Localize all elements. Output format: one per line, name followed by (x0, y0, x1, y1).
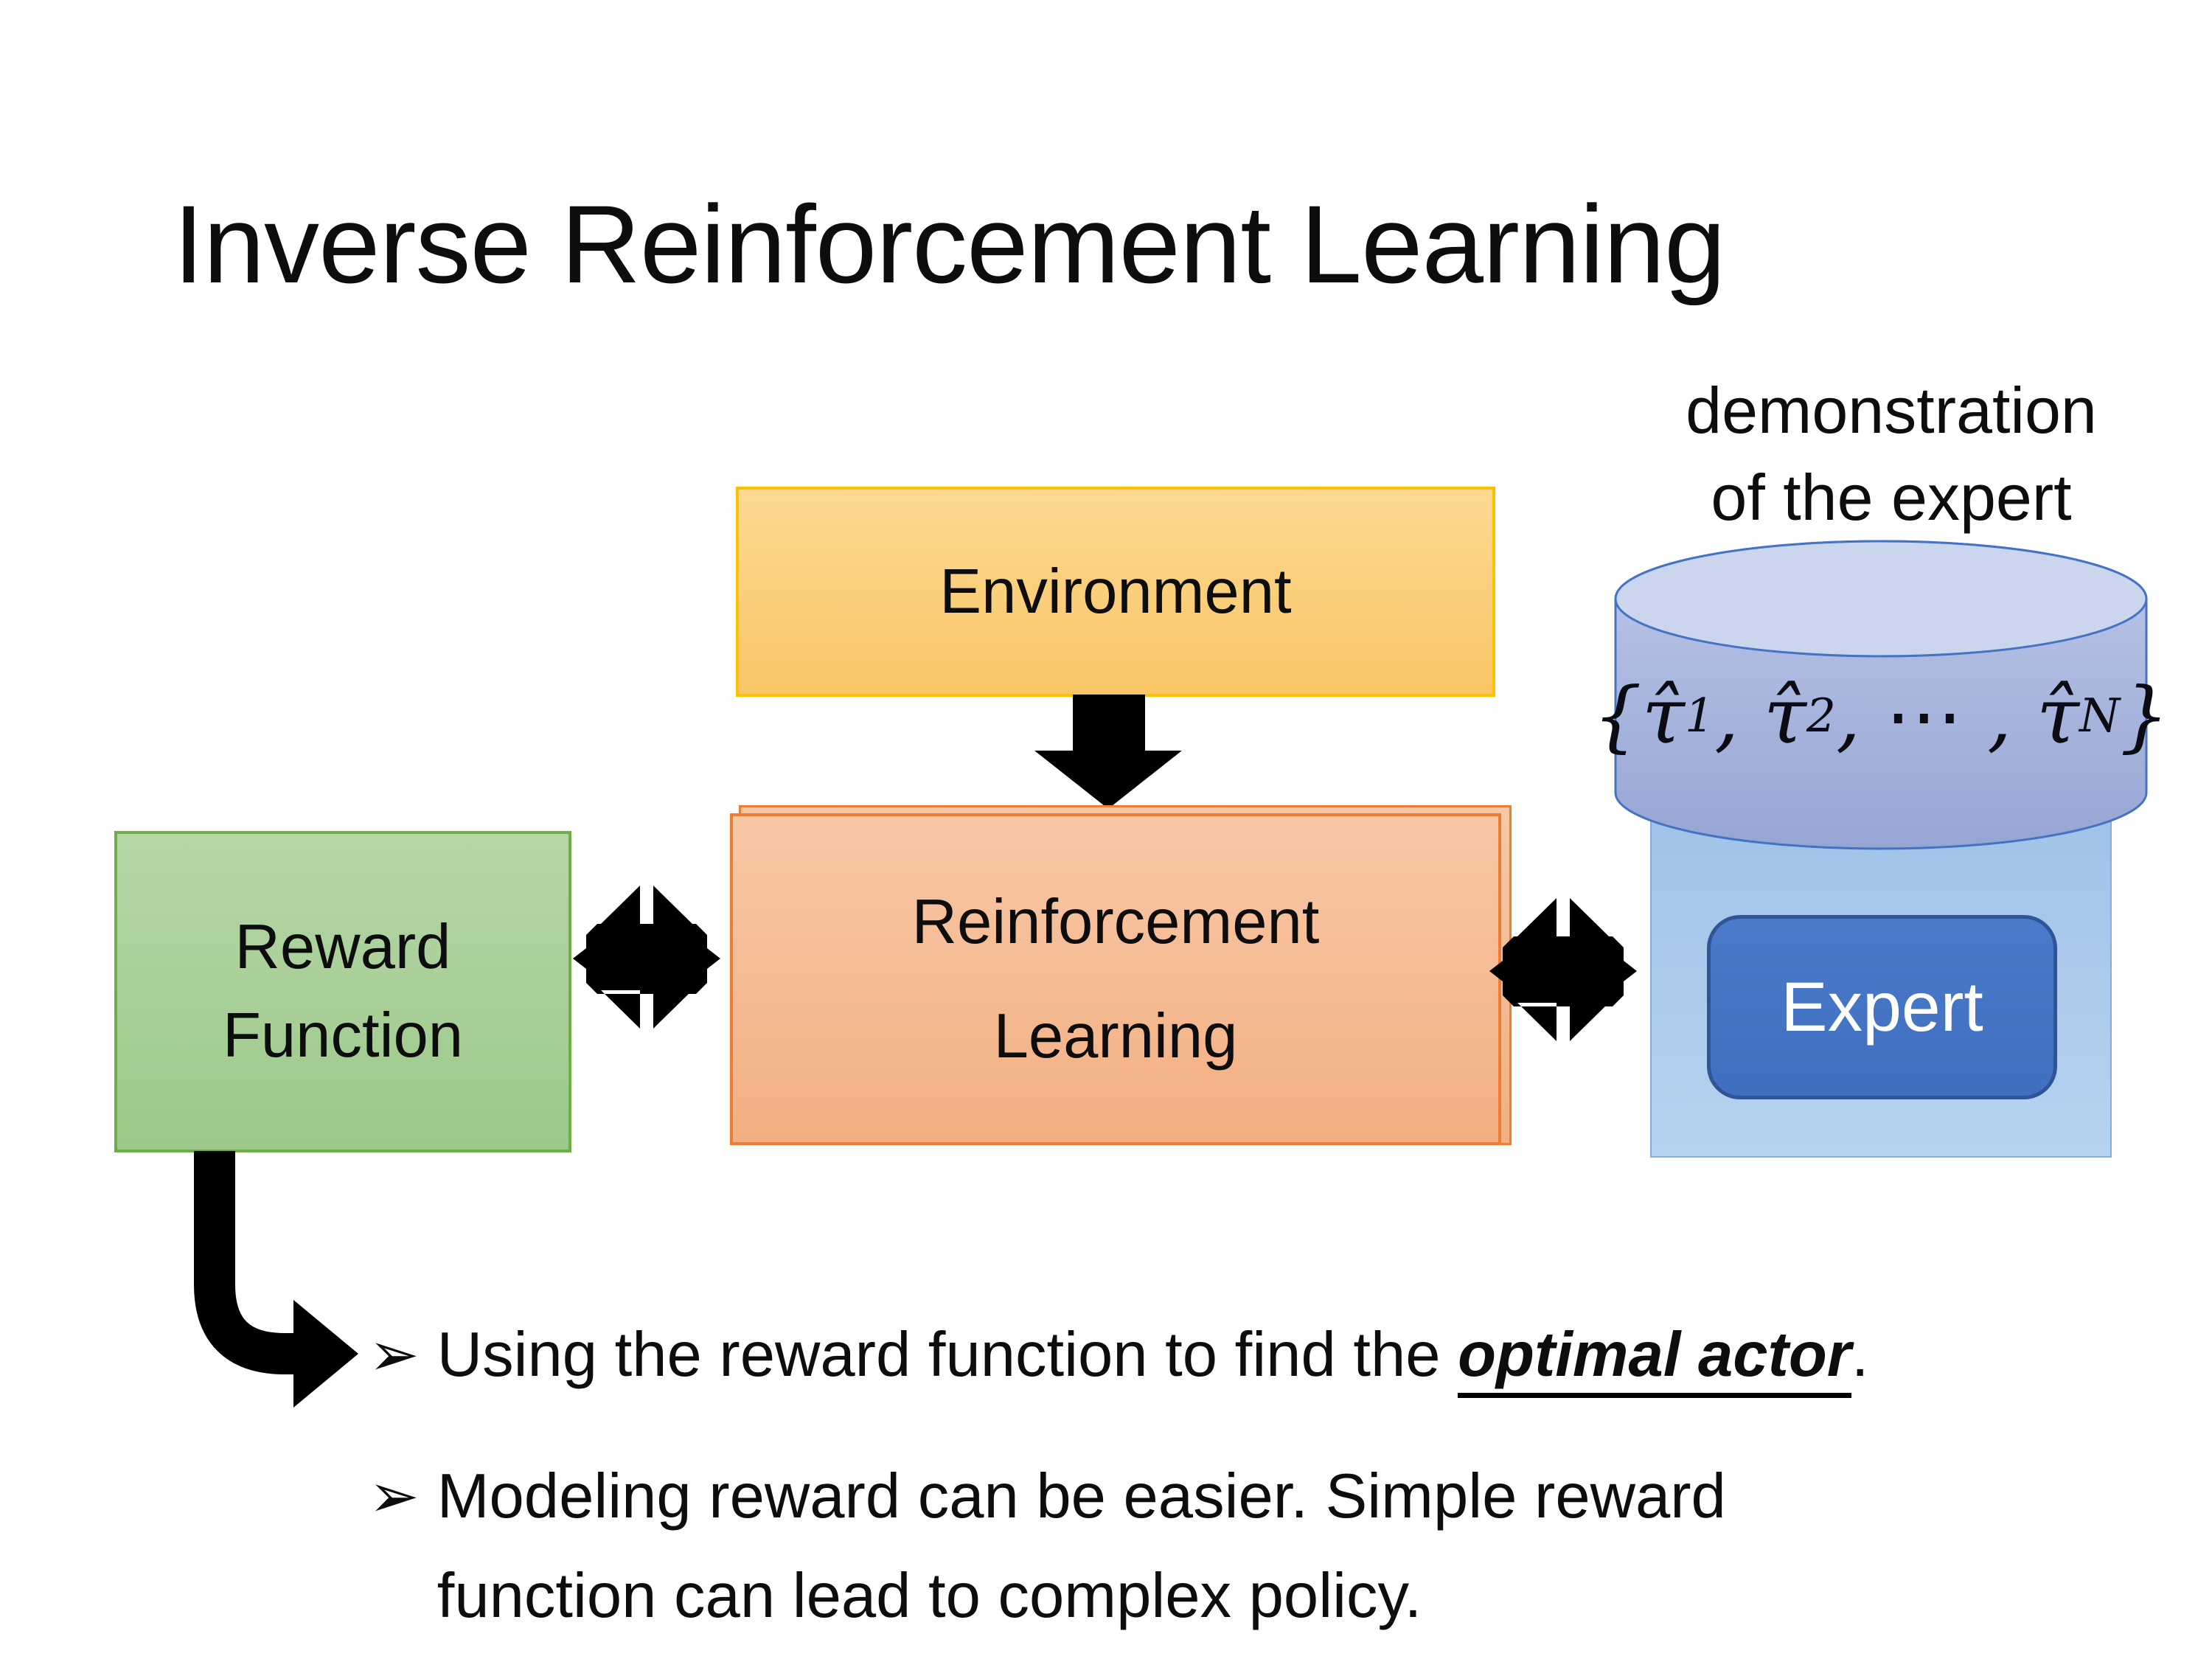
demonstration-label-line1: demonstration (1686, 374, 2097, 447)
environment-box: Environment (736, 487, 1495, 697)
exchange-arrows-icon-left (573, 886, 720, 1029)
formula-part4: } (2120, 670, 2169, 761)
formula-subN: N (2079, 689, 2121, 742)
bullet1-post: . (1851, 1320, 1869, 1390)
demonstration-database-icon (1614, 540, 2148, 850)
rl-label-line2: Learning (993, 1001, 1238, 1071)
rl-label: Reinforcement Learning (912, 865, 1320, 1093)
bullet1-pre: Using the reward function to find the (437, 1320, 1458, 1390)
formula-sub1: 1 (1684, 689, 1715, 742)
bullet-arrowhead-icon: ➢ (369, 1320, 420, 1390)
reinforcement-learning-box: Reinforcement Learning (730, 813, 1501, 1145)
bullet-arrowhead-icon: ➢ (369, 1461, 420, 1531)
reward-label-line1: Reward (234, 912, 451, 982)
expert-box: Expert (1707, 915, 2057, 1099)
reward-label-line2: Function (222, 1001, 463, 1071)
expert-label: Expert (1781, 968, 1983, 1046)
demonstration-label-line2: of the expert (1711, 461, 2072, 534)
demonstration-label: demonstration of the expert (1622, 367, 2160, 541)
bullet1-emphasis: optimal actor (1458, 1320, 1851, 1398)
bullet-item-optimal-actor: ➢ Using the reward function to find the … (369, 1305, 2153, 1405)
formula-part2: , τ̂ (1714, 670, 1806, 761)
formula-sub2: 2 (1806, 689, 1837, 742)
trajectory-set-formula: {τ̂1, τ̂2, ⋯ , τ̂N} (1593, 647, 2169, 784)
reward-function-box: Reward Function (114, 831, 571, 1152)
rl-label-line1: Reinforcement (911, 887, 1320, 957)
exchange-arrows-icon-right (1489, 898, 1637, 1041)
bullet1-text: Using the reward function to find the op… (437, 1305, 1869, 1405)
down-arrow-icon (1034, 695, 1182, 809)
bullet-item-modeling-reward: ➢ Modeling reward can be easier. Simple … (369, 1447, 2153, 1646)
bent-arrow-icon (194, 1151, 358, 1408)
formula-part1: {τ̂ (1593, 670, 1685, 761)
bullet2-text: Modeling reward can be easier. Simple re… (437, 1461, 1726, 1631)
reward-function-label: Reward Function (223, 903, 463, 1080)
environment-label: Environment (939, 556, 1292, 627)
formula-part3: , ⋯ , τ̂ (1836, 670, 2079, 761)
page-title: Inverse Reinforcement Learning (173, 182, 1725, 306)
